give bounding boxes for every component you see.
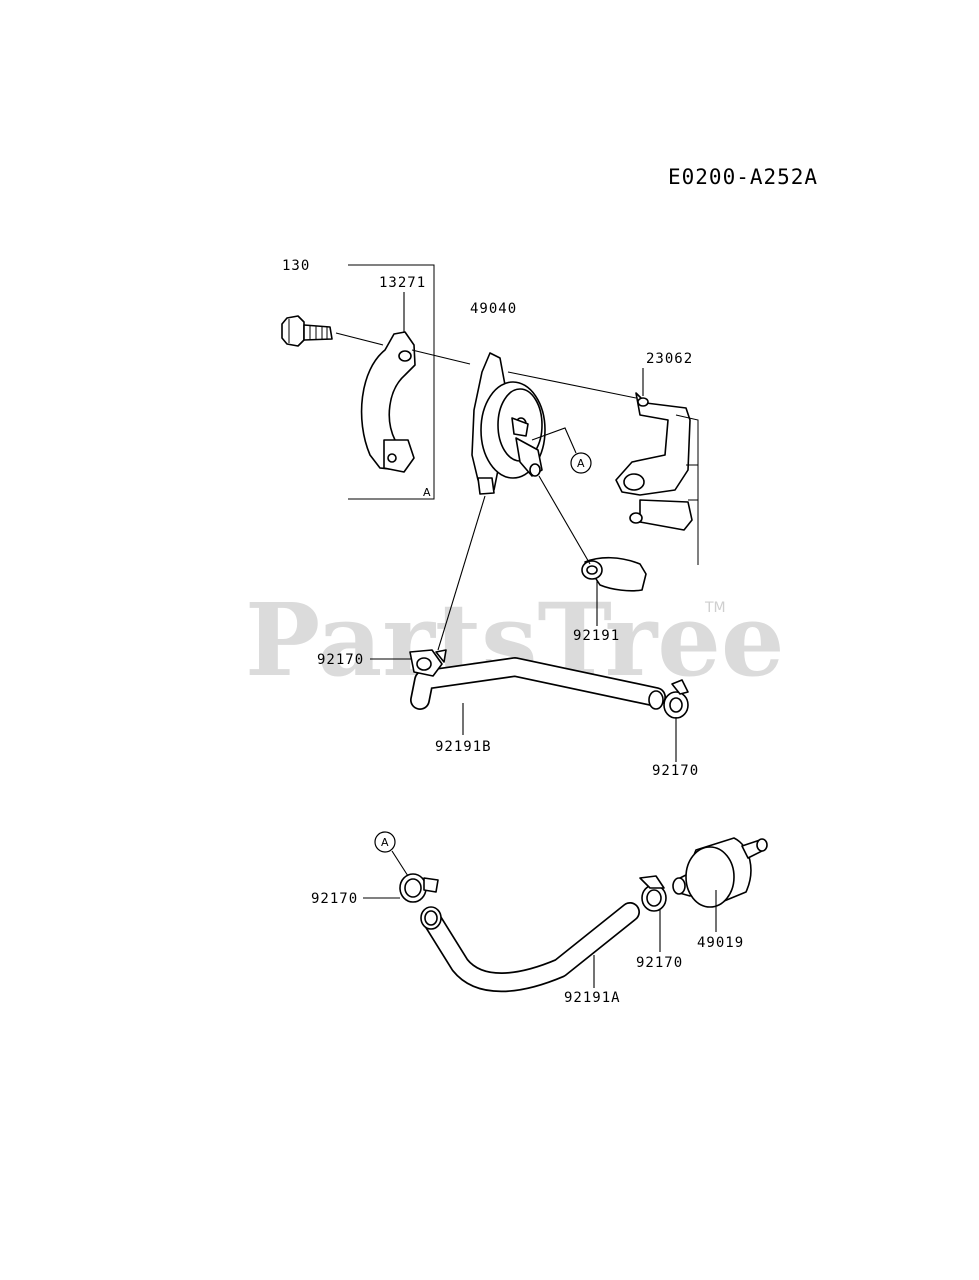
hose-clip-92170-upper-left[interactable] <box>409 649 447 677</box>
hose-92191B[interactable] <box>410 657 666 710</box>
watermark: PartsTree <box>245 581 785 699</box>
label-92170-upper-right[interactable]: 92170 <box>652 763 699 779</box>
label-49019[interactable]: 49019 <box>697 935 744 951</box>
svg-text:A: A <box>577 457 585 470</box>
label-23062[interactable]: 23062 <box>646 351 693 367</box>
hose-clip-92170-upper-right[interactable] <box>663 679 689 719</box>
label-92191B[interactable]: 92191B <box>435 739 492 755</box>
group-ref-marker: A <box>423 486 431 499</box>
label-92170-upper-left[interactable]: 92170 <box>317 652 364 668</box>
hose-clip-92170-lower-left[interactable] <box>399 873 439 903</box>
label-49040[interactable]: 49040 <box>470 301 517 317</box>
hose-elbow-92191[interactable] <box>581 556 647 592</box>
fuel-filter-49019[interactable] <box>672 837 768 908</box>
label-92170-lower-left[interactable]: 92170 <box>311 891 358 907</box>
clamp-band-13271[interactable] <box>360 331 416 473</box>
bolt-part[interactable] <box>281 315 333 347</box>
label-group-130[interactable]: 130 <box>282 258 310 274</box>
bracket-23062[interactable] <box>615 392 699 565</box>
ref-marker-a-upper: A <box>570 452 592 474</box>
ref-marker-a-lower: A <box>374 831 396 853</box>
label-92191[interactable]: 92191 <box>573 628 620 644</box>
watermark-trademark: TM <box>704 600 726 616</box>
group-130-bracket: A <box>348 264 435 500</box>
leader-lines <box>335 292 717 988</box>
hose-92191A[interactable] <box>420 902 640 993</box>
label-92191A[interactable]: 92191A <box>564 990 621 1006</box>
fuel-pump-49040[interactable] <box>471 352 546 495</box>
label-92170-lower-right[interactable]: 92170 <box>636 955 683 971</box>
label-13271[interactable]: 13271 <box>379 275 426 291</box>
diagram-code: E0200-A252A <box>668 165 818 189</box>
svg-text:A: A <box>381 836 389 849</box>
hose-clip-92170-lower-right[interactable] <box>639 875 667 912</box>
